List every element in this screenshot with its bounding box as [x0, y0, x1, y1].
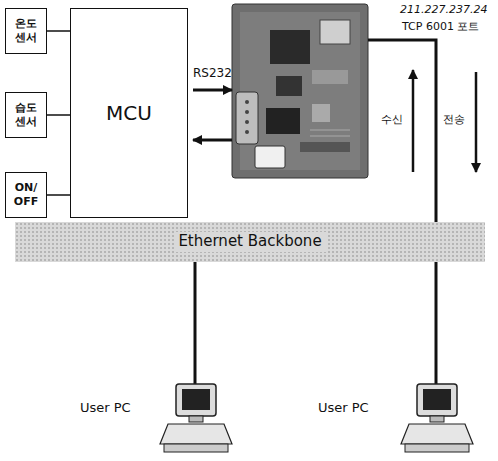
network-wire — [368, 40, 436, 224]
node-text: ON/ OFF — [9, 181, 43, 210]
node-text: 습도 센서 — [9, 101, 43, 130]
pc-icon — [401, 384, 473, 452]
node-text: Ethernet Backbone — [174, 232, 325, 252]
rs232-arrow — [193, 139, 232, 142]
connector-line — [47, 194, 70, 196]
connector-line — [47, 114, 70, 116]
sensor-box: 습도 센서 — [5, 92, 47, 138]
sensor-box: 온도 센서 — [5, 8, 47, 54]
mcu-box: MCU — [70, 8, 188, 218]
ethernet-band: Ethernet Backbone — [15, 222, 485, 262]
rs232-arrow — [193, 89, 232, 92]
port-label: TCP 6001 포트 — [402, 19, 479, 34]
node-text: 온도 센서 — [9, 17, 43, 46]
signal-name: RS232 — [193, 66, 232, 80]
connector-line — [47, 30, 70, 32]
pc-icon — [160, 384, 232, 452]
pc-wire — [435, 262, 438, 384]
switch-box: ON/ OFF — [5, 172, 47, 218]
direction-label: 전송 — [443, 112, 465, 127]
direction-label: 수신 — [381, 112, 403, 127]
pc-wire — [194, 262, 197, 384]
send-arrow — [475, 72, 478, 172]
receive-arrow — [412, 70, 415, 172]
pc-label: User PC — [318, 400, 369, 415]
pc-label: User PC — [80, 400, 131, 415]
board-photo — [232, 4, 368, 178]
ip-address: 211.227.237.24 — [400, 3, 487, 16]
node-text: MCU — [106, 100, 152, 126]
